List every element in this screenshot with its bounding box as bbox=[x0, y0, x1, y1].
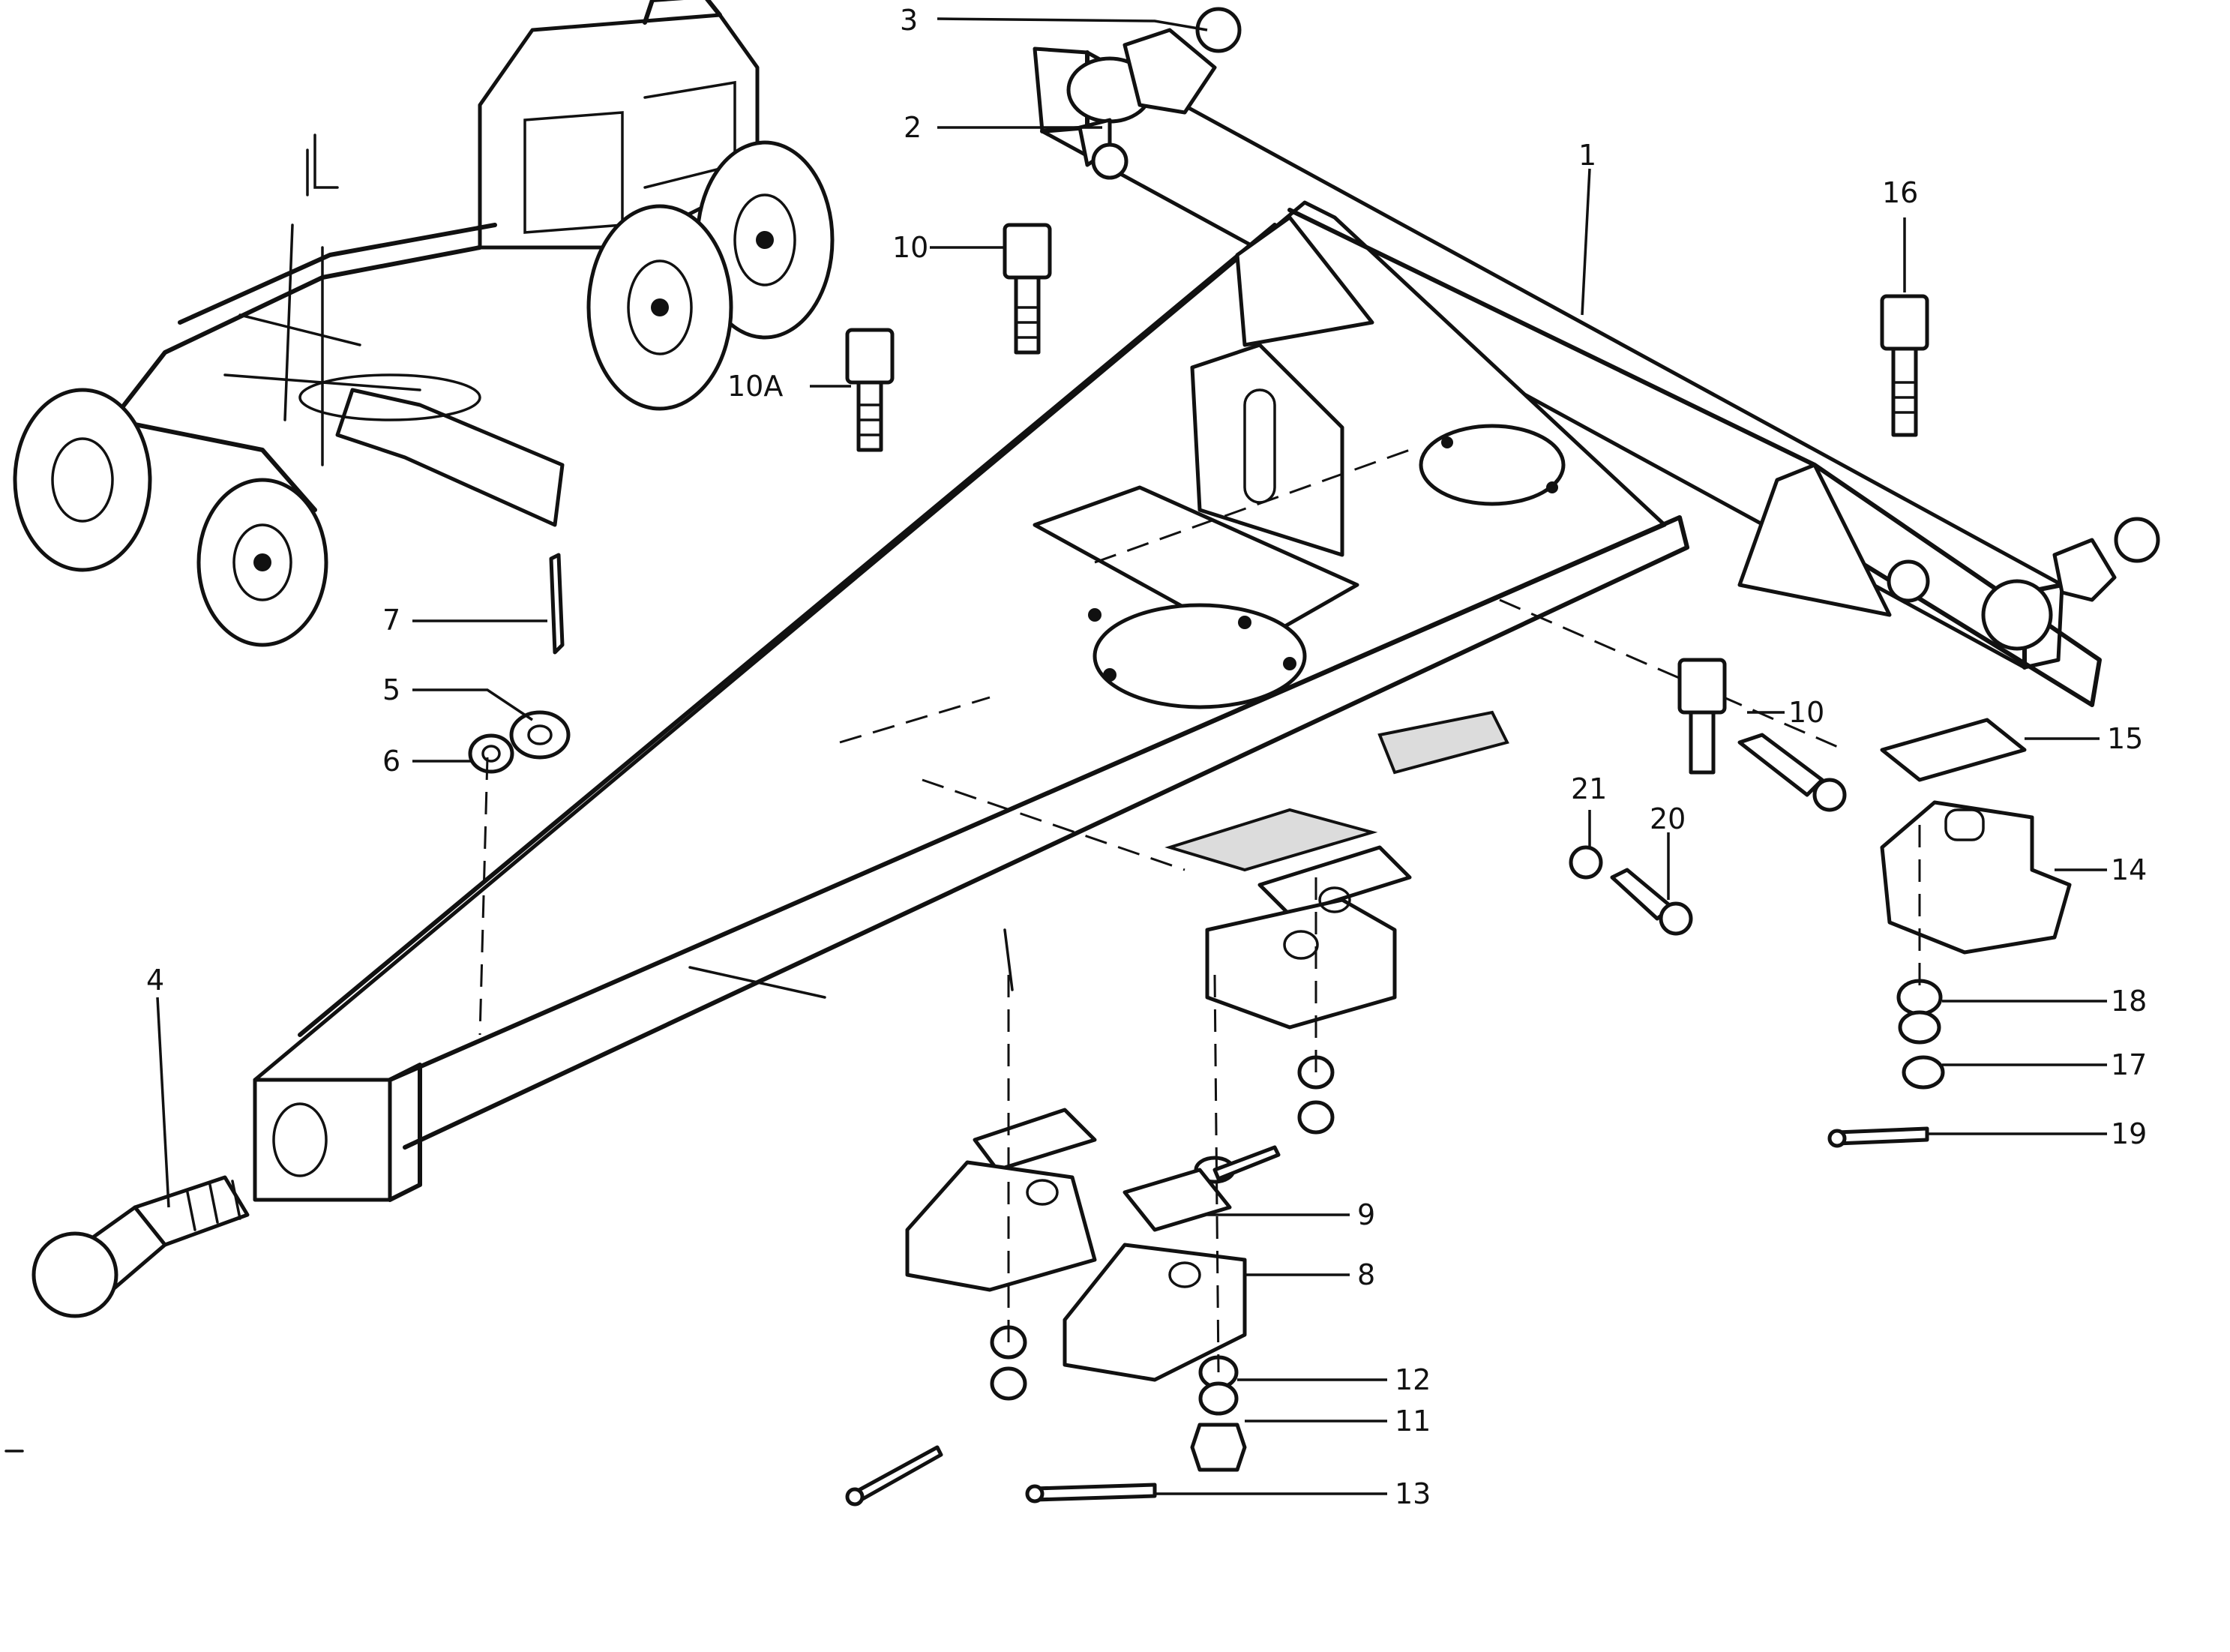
callout-10-top: 10 bbox=[892, 231, 928, 264]
loose-parts bbox=[31, 7, 2160, 1507]
callout-16: 16 bbox=[1882, 176, 1918, 209]
callout-14: 14 bbox=[2111, 853, 2147, 886]
leader-lines bbox=[156, 17, 2107, 1495]
callout-7: 7 bbox=[382, 604, 400, 637]
callout-9: 9 bbox=[1357, 1198, 1375, 1231]
callout-15: 15 bbox=[2107, 722, 2143, 755]
hitch-ball bbox=[31, 1175, 250, 1318]
ball-stud-top bbox=[1078, 7, 1242, 180]
callout-1: 1 bbox=[1578, 139, 1596, 172]
callout-19: 19 bbox=[2111, 1117, 2147, 1150]
callout-18: 18 bbox=[2111, 985, 2147, 1018]
callout-4: 4 bbox=[146, 964, 164, 997]
drawbar-frame bbox=[253, 46, 2102, 1202]
callout-2: 2 bbox=[904, 111, 922, 144]
callout-13: 13 bbox=[1395, 1477, 1431, 1510]
callout-5: 5 bbox=[382, 673, 400, 706]
callout-11: 11 bbox=[1395, 1405, 1431, 1438]
callout-10A: 10A bbox=[727, 370, 783, 403]
callout-10-right: 10 bbox=[1788, 696, 1824, 729]
callout-20: 20 bbox=[1650, 802, 1686, 835]
callout-12: 12 bbox=[1395, 1363, 1431, 1396]
callout-3: 3 bbox=[900, 4, 918, 37]
callout-6: 6 bbox=[382, 745, 400, 778]
callout-labels: 3 2 1 10 10A 16 10 7 5 6 21 20 4 15 14 1… bbox=[146, 4, 2147, 1510]
callout-17: 17 bbox=[2111, 1048, 2147, 1081]
callout-21: 21 bbox=[1571, 772, 1607, 805]
callout-8: 8 bbox=[1357, 1258, 1375, 1291]
motor-grader-inset bbox=[13, 0, 835, 647]
